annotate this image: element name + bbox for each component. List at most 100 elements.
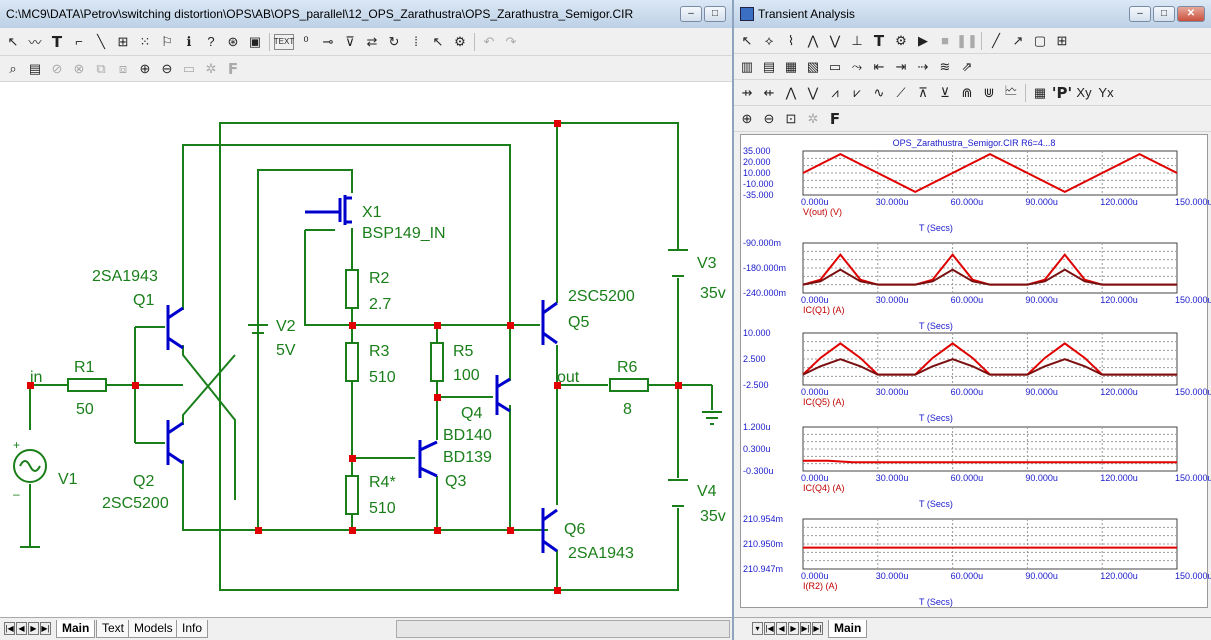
- grid-lines-icon[interactable]: ▥: [740, 58, 754, 74]
- v1-source[interactable]: + –: [13, 438, 47, 501]
- zoom-in-icon[interactable]: ⊕: [139, 60, 151, 76]
- peak-icon[interactable]: ⋀: [807, 32, 819, 48]
- ta-last-tab-icon[interactable]: ▶|: [800, 622, 811, 635]
- export-icon[interactable]: ⇗: [961, 58, 973, 74]
- y-axis-icon[interactable]: Yx: [1098, 85, 1114, 100]
- wave-icon[interactable]: 〰: [28, 35, 42, 50]
- trace-icon[interactable]: ⤳: [851, 58, 863, 74]
- wire-icon[interactable]: ↖: [7, 33, 19, 49]
- ta-end-tab-icon[interactable]: ▶|: [812, 622, 823, 635]
- last-tab-icon[interactable]: ▶|: [40, 622, 51, 635]
- undo-icon[interactable]: ↶: [483, 33, 495, 49]
- low-icon[interactable]: ⩗: [853, 84, 861, 100]
- zoom-out-icon[interactable]: ⊖: [161, 60, 173, 76]
- gear-icon[interactable]: ✲: [205, 60, 217, 76]
- cursor-next-icon[interactable]: ⇸: [741, 84, 753, 100]
- ta-next-tab-icon[interactable]: ▶: [788, 622, 799, 635]
- waveform-icon[interactable]: ≋: [939, 58, 951, 74]
- high-icon[interactable]: ⩘: [831, 84, 839, 100]
- component-icon[interactable]: ▣: [248, 33, 262, 49]
- tab-main[interactable]: Main: [56, 620, 96, 638]
- bus-icon[interactable]: ⊞: [117, 33, 129, 49]
- plot-area[interactable]: OPS_Zarathustra_Semigor.CIR R6=4...8 35.…: [740, 134, 1211, 608]
- ta-zoom-out-icon[interactable]: ⊖: [763, 110, 775, 126]
- ta-prev-tab-icon[interactable]: |◀: [764, 622, 775, 635]
- x-axis-icon[interactable]: Xy: [1076, 85, 1092, 100]
- cursor-icon[interactable]: ⌇: [787, 32, 795, 48]
- frame-icon[interactable]: ▢: [1033, 32, 1047, 48]
- peak-find-icon[interactable]: ⋀: [785, 84, 797, 100]
- redo-icon[interactable]: ↷: [505, 33, 517, 49]
- pin-icon[interactable]: ⊸: [322, 33, 334, 49]
- r6-resistor[interactable]: [609, 378, 649, 392]
- palette-icon[interactable]: 🗠: [1004, 82, 1018, 98]
- ta-minimize-button[interactable]: –: [1129, 6, 1151, 22]
- binoculars-icon[interactable]: ⌕: [9, 60, 17, 76]
- cancel-icon[interactable]: ⊗: [73, 60, 85, 76]
- p-icon[interactable]: 'P': [1051, 83, 1073, 102]
- transient-titlebar[interactable]: Transient Analysis – □ ✕: [734, 0, 1211, 29]
- r3-resistor[interactable]: [345, 342, 359, 382]
- voltage-icon[interactable]: ⊽: [345, 33, 355, 49]
- ta-gear-icon[interactable]: ✲: [807, 110, 819, 126]
- ta-text-icon[interactable]: T: [873, 31, 885, 50]
- horizontal-scrollbar[interactable]: [396, 620, 730, 638]
- folder-icon[interactable]: ▭: [182, 60, 196, 76]
- ta-font-icon[interactable]: F: [829, 109, 841, 128]
- schematic-titlebar[interactable]: C:\MC9\DATA\Petrov\switching distortion\…: [0, 0, 732, 29]
- ta-first-tab-icon[interactable]: ▾: [752, 622, 763, 635]
- flip-icon[interactable]: ⇄: [366, 33, 378, 49]
- valley-icon[interactable]: ⋁: [829, 32, 841, 48]
- cursor-left-icon[interactable]: ⇤: [873, 58, 885, 74]
- diagonal-line-icon[interactable]: ╲: [97, 33, 105, 49]
- cursor-mode-icon[interactable]: ⇢: [917, 58, 929, 74]
- flag-icon[interactable]: ⚐: [161, 33, 173, 49]
- next-tab-icon[interactable]: ▶: [28, 622, 39, 635]
- paste-icon[interactable]: ⧈: [118, 60, 128, 76]
- r2-resistor[interactable]: [345, 269, 359, 309]
- select-icon[interactable]: ↖: [741, 32, 753, 48]
- probe-icon[interactable]: ⊛: [227, 33, 239, 49]
- pause-icon[interactable]: ❚❚: [956, 32, 978, 48]
- ta-back-tab-icon[interactable]: ◀: [776, 622, 787, 635]
- ta-stop-icon[interactable]: ■: [941, 33, 949, 48]
- inflection-icon[interactable]: ∿: [873, 84, 885, 100]
- line-icon[interactable]: ╱: [992, 32, 1000, 48]
- r5-resistor[interactable]: [430, 342, 444, 382]
- valley-find-icon[interactable]: ⋁: [807, 84, 819, 100]
- tab-text[interactable]: Text: [96, 620, 131, 638]
- r1-resistor[interactable]: [67, 378, 107, 392]
- table-view-icon[interactable]: ▦: [1033, 84, 1047, 100]
- node-numbers-icon[interactable]: ⁰: [303, 33, 309, 49]
- cursor-right-icon[interactable]: ⇥: [895, 58, 907, 74]
- tab-models[interactable]: Models: [128, 620, 179, 638]
- dots-icon[interactable]: ⁞: [414, 34, 418, 49]
- max-icon[interactable]: ⊼: [918, 84, 928, 100]
- text-tool-icon[interactable]: T: [51, 32, 63, 51]
- schematic-canvas[interactable]: + – in R1 50 V1: [0, 86, 732, 610]
- properties-icon[interactable]: ⚙: [454, 33, 466, 49]
- arrow-line-icon[interactable]: ↗: [1012, 32, 1024, 48]
- ta-close-button[interactable]: ✕: [1177, 6, 1205, 22]
- grid-box-icon[interactable]: ▦: [784, 58, 798, 74]
- copy-icon[interactable]: ⧉: [96, 60, 106, 76]
- table-icon[interactable]: ⊞: [1056, 32, 1068, 48]
- tag-icon[interactable]: ⊥: [851, 32, 863, 48]
- run-icon[interactable]: ▶: [918, 32, 928, 48]
- ta-zoom-in-icon[interactable]: ⊕: [741, 110, 753, 126]
- window-icon[interactable]: ▭: [828, 58, 842, 74]
- ta-properties-icon[interactable]: ⚙: [895, 32, 907, 48]
- first-tab-icon[interactable]: |◀: [4, 622, 15, 635]
- ta-tab-main[interactable]: Main: [828, 620, 868, 638]
- zoom-box-icon[interactable]: ⊡: [785, 110, 797, 126]
- global-icon[interactable]: ⋒: [961, 84, 973, 100]
- slope-icon[interactable]: ⟋: [896, 84, 906, 100]
- step-line-icon[interactable]: ⌐: [75, 34, 83, 49]
- point-icon[interactable]: ⋓: [983, 84, 995, 100]
- stop-icon[interactable]: ⊘: [51, 60, 63, 76]
- grid-split-icon[interactable]: ▧: [806, 58, 820, 74]
- scale-icon[interactable]: ⟡: [764, 32, 774, 48]
- help-icon[interactable]: ?: [207, 34, 215, 49]
- rotate-icon[interactable]: ↻: [388, 33, 400, 49]
- info-icon[interactable]: ℹ: [186, 33, 192, 49]
